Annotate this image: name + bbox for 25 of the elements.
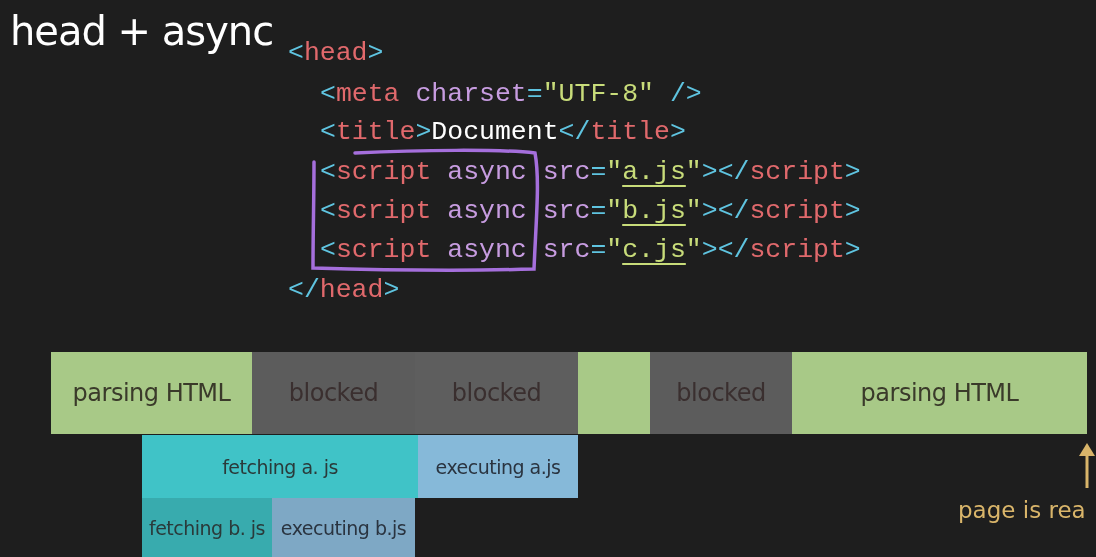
timeline-segment xyxy=(272,498,415,557)
segment-label: parsing HTML xyxy=(72,379,231,407)
segment-label: executing a.js xyxy=(435,455,561,478)
code-line: <meta charset="UTF-8" /> xyxy=(320,78,702,110)
segment-label: parsing HTML xyxy=(860,379,1019,407)
title: head + async xyxy=(10,8,274,54)
code-line: <title>Document</title> xyxy=(320,116,686,148)
timeline-bar xyxy=(578,352,650,434)
timeline-segment xyxy=(418,435,578,498)
segment-label: fetching a. js xyxy=(222,455,338,478)
timeline-segment xyxy=(142,435,418,498)
timeline-segment xyxy=(142,498,272,557)
timeline-segment xyxy=(415,352,578,434)
timeline-segment xyxy=(792,352,1087,434)
code-line: </head> xyxy=(288,274,400,306)
code-line: <head> xyxy=(288,37,384,69)
segment-label: executing b.js xyxy=(280,517,407,539)
code-line: <script async src="a.js"></script> xyxy=(320,156,861,188)
code-line: <script async src="b.js"></script> xyxy=(320,195,861,227)
segment-label: fetching b. js xyxy=(148,517,266,539)
timeline-segment xyxy=(51,352,252,434)
timeline-segment xyxy=(650,352,792,434)
timeline-segment xyxy=(252,352,415,434)
note-text: page is rea xyxy=(958,497,1086,523)
code-line: <script async src="c.js"></script> xyxy=(320,234,861,266)
